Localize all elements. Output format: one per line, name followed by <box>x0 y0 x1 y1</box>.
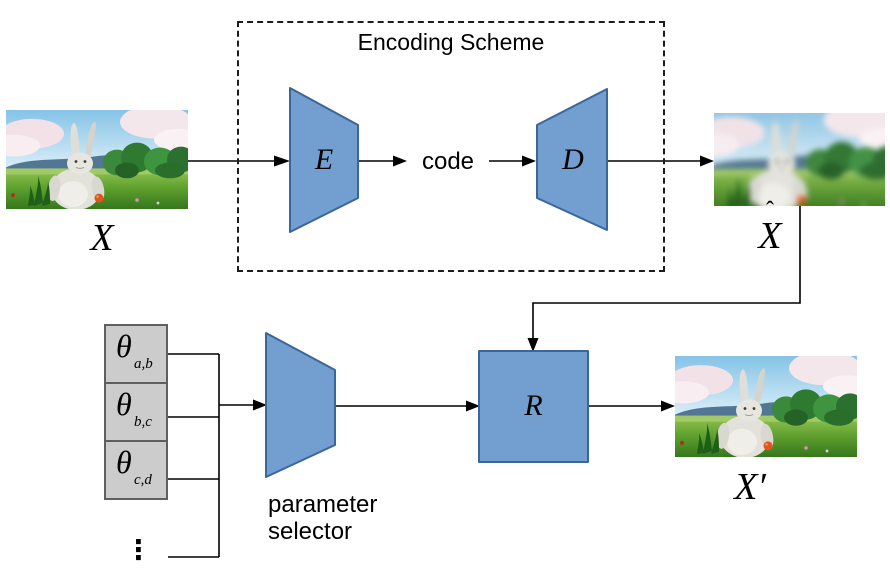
theta-subscript: c,d <box>134 472 152 488</box>
hat-accent: ˆ <box>766 198 774 224</box>
restoration-block-label: R <box>524 389 543 422</box>
more-parameters-ellipsis: ⋮ <box>125 535 152 566</box>
parameter-box-cd: θ c,d <box>104 440 168 500</box>
code-label: code <box>421 148 475 175</box>
theta-symbol: θ <box>116 328 132 364</box>
parameter-selector-shape <box>265 332 336 478</box>
decoded-image-label: ˆ X <box>730 198 810 257</box>
decoded-label-base: X <box>758 215 782 257</box>
encoding-scheme-title: Encoding Scheme <box>357 29 545 55</box>
encoding-scheme-box: Encoding Scheme <box>237 21 665 272</box>
parameter-selector-label-line2: selector <box>268 518 353 545</box>
decoder-shape <box>536 88 608 231</box>
restoration-block-shape <box>478 350 589 463</box>
theta-subscript: b,c <box>134 414 152 430</box>
decoder-label: D <box>562 143 584 176</box>
theta-subscript: a,b <box>134 356 153 372</box>
encoder-label: E <box>314 143 334 176</box>
parameter-selector-label: parameter selector <box>268 491 428 545</box>
encoder-shape <box>289 87 359 233</box>
restored-image-label: X′ <box>734 466 766 508</box>
connector-lines <box>168 160 801 558</box>
input-image-label: X <box>90 217 114 259</box>
parameter-box-ab: θ a,b <box>104 324 168 384</box>
theta-symbol: θ <box>116 444 132 480</box>
parameter-selector-label-line1: parameter <box>268 491 378 518</box>
parameter-box-bc: θ b,c <box>104 382 168 442</box>
arrowheads <box>253 155 714 412</box>
theta-symbol: θ <box>116 386 132 422</box>
parameter-stack: θ a,b θ b,c θ c,d <box>104 324 168 500</box>
